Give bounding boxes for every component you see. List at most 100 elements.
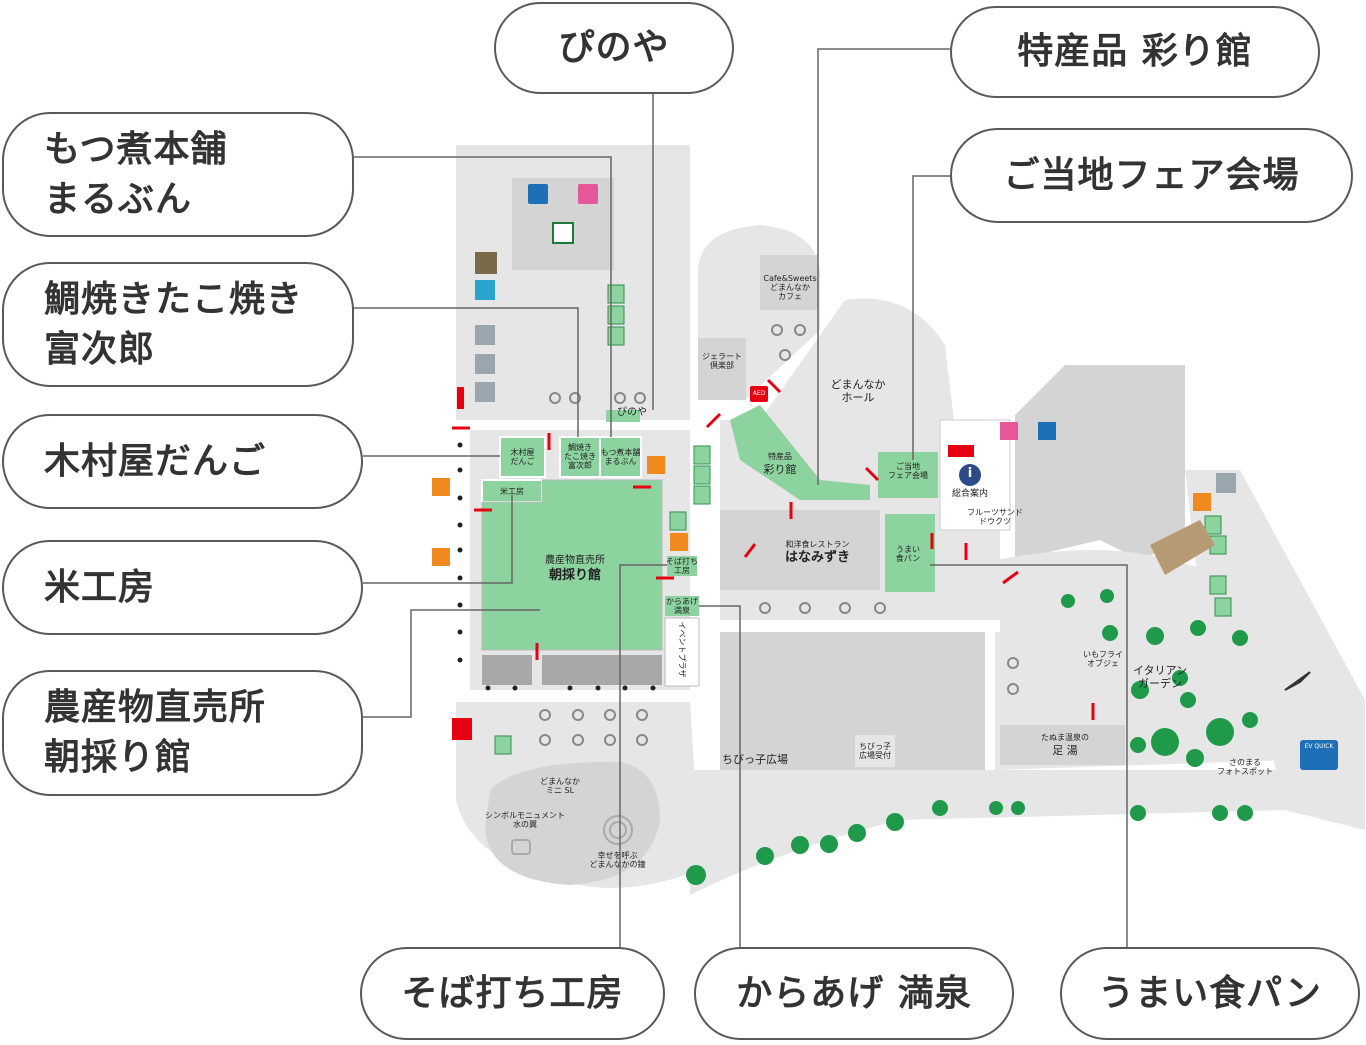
vending-machine-icon (1214, 597, 1232, 617)
vending-machine-icon (607, 305, 625, 325)
vending-machine-icon (607, 326, 625, 346)
monument-icon (511, 839, 531, 855)
label-karaage: からあげ 満泉 (666, 597, 698, 615)
label-kimuraya: 木村屋 だんご (510, 448, 535, 466)
label-pan: うまい 食パン (895, 545, 921, 563)
shopping-cart-icon (432, 548, 450, 566)
label-fruit: フルーツサンド ドウクツ (967, 508, 1023, 526)
leader-lines (353, 48, 1128, 950)
label-chibikko: ちびっ子広場 (722, 753, 788, 766)
east-building (1015, 365, 1185, 560)
walkway-dots (457, 442, 656, 691)
info-icon[interactable] (959, 464, 981, 486)
label-asadori-1: 農産物直売所 (545, 555, 605, 566)
label-irodori-1: 特産品 (768, 452, 792, 461)
label-asadori-2: 朝採り館 (548, 568, 601, 583)
trees (686, 589, 1258, 885)
callout-soba[interactable]: そば打ち工房 (360, 947, 665, 1040)
accessible-parking-icon (475, 382, 495, 402)
post-box-icon (452, 718, 472, 740)
label-photospot: さのまる フォトスポット (1217, 758, 1273, 776)
callout-label: ご当地フェア会場 (1003, 154, 1300, 196)
shopping-cart-icon (1193, 493, 1211, 511)
ev-charger-icon (1300, 740, 1338, 770)
callout-komekobo[interactable]: 米工房 (2, 540, 363, 635)
entrance-arrow-icon (452, 378, 1095, 720)
accessible-parking-icon (1216, 473, 1236, 493)
callout-pan[interactable]: うまい食パン (1060, 947, 1360, 1040)
compass-icon (1284, 671, 1311, 691)
label-info: 総合案内 (951, 489, 988, 499)
label-chibikko-desk: ちびっ子 広場受付 (859, 742, 891, 760)
shopping-cart-icon (670, 533, 688, 551)
shop-motsuni[interactable] (599, 436, 642, 478)
restroom-men-icon (528, 184, 548, 204)
restroom-women-icon (578, 184, 598, 204)
shop-gotochi[interactable] (878, 452, 938, 498)
callout-karaage[interactable]: からあげ 満泉 (694, 947, 1014, 1040)
vending-machine-icon (607, 284, 625, 304)
callout-label: 木村屋だんご (44, 440, 267, 482)
smoking-icon (475, 252, 497, 274)
restroom-women-icon (1000, 422, 1018, 440)
label-komekobo: 米工房 (500, 487, 524, 496)
callout-pinoya[interactable]: ぴのや (494, 2, 734, 94)
vending-machine-icon (1204, 515, 1222, 535)
ashiyu-building (1000, 725, 1125, 765)
callout-label: もつ煮本舗 まるぶん (44, 128, 228, 220)
label-monument: シンボルモニュメント 水の翼 (485, 811, 565, 829)
photo-spot (1150, 520, 1215, 575)
picnic-table-icon (539, 324, 1019, 746)
label-motsuni: もつ煮本舗 まるぶん (600, 448, 641, 466)
label-cafe: Cafe&Sweets どまんなか カフェ (763, 274, 817, 301)
label-irodori-2: 彩り館 (763, 463, 797, 476)
callout-motsuni[interactable]: もつ煮本舗 まるぶん (2, 112, 354, 237)
restaurant-building (720, 510, 880, 590)
asadori-back-1 (482, 655, 532, 685)
label-ashiyu-1: たぬま温泉の (1041, 733, 1089, 742)
vending-machine-icon (693, 465, 711, 485)
vending-machine-icon (693, 485, 711, 505)
label-soba: そば打ち 工房 (666, 557, 698, 575)
label-italian: イタリアン ガーデン (1132, 664, 1188, 690)
label-info-icon: i (967, 466, 973, 481)
vending-machine-icon (669, 511, 687, 531)
central-walkway (690, 620, 1000, 632)
callout-irodori[interactable]: 特産品 彩り館 (950, 6, 1320, 98)
event-plaza (664, 617, 700, 687)
label-sl: どまんなか ミニ SL (540, 777, 580, 795)
shop-kimuraya[interactable] (499, 436, 546, 478)
shop-pinoya[interactable] (606, 410, 640, 422)
callout-label: 鯛焼きたこ焼き 富次郎 (44, 278, 304, 370)
shopping-cart-icon (432, 478, 450, 496)
bell-icon (603, 815, 633, 845)
vending-machine-icon (494, 735, 512, 755)
label-restaurant-1: 和洋食レストラン (785, 540, 850, 549)
label-taiyaki: 鯛焼き たこ焼き 富次郎 (564, 443, 596, 470)
shop-asadori[interactable] (481, 479, 663, 651)
callout-label: 特産品 彩り館 (1017, 31, 1253, 72)
callout-taiyaki[interactable]: 鯛焼きたこ焼き 富次郎 (2, 262, 354, 387)
label-ev: EV QUICK (1304, 743, 1334, 750)
shop-karaage[interactable] (665, 596, 699, 616)
label-bell: 幸せを呼ぶ どまんなかの鐘 (589, 851, 646, 869)
callout-asadori[interactable]: 農産物直売所 朝採り館 (2, 670, 363, 796)
accessible-parking-icon (475, 325, 495, 345)
callout-gotochi[interactable]: ご当地フェア会場 (950, 128, 1353, 223)
callout-label: ぴのや (558, 27, 670, 68)
label-hall: どまんなか ホール (830, 378, 886, 404)
gelato-building (698, 338, 746, 400)
cafe-building (760, 255, 818, 310)
callout-kimuraya[interactable]: 木村屋だんご (2, 414, 363, 509)
restroom-men-icon (1038, 422, 1056, 440)
entrance-marker (457, 387, 464, 409)
accessible-parking-icon (475, 354, 495, 374)
label-ashiyu-2: 足 湯 (1052, 744, 1078, 757)
south-walkway (456, 690, 700, 702)
shop-pan[interactable] (885, 514, 935, 592)
shop-irodori[interactable] (730, 405, 870, 500)
callout-label: うまい食パン (1098, 972, 1322, 1014)
chibikko-desk (855, 735, 895, 767)
shop-soba[interactable] (667, 556, 697, 576)
callout-label: そば打ち工房 (401, 972, 624, 1014)
